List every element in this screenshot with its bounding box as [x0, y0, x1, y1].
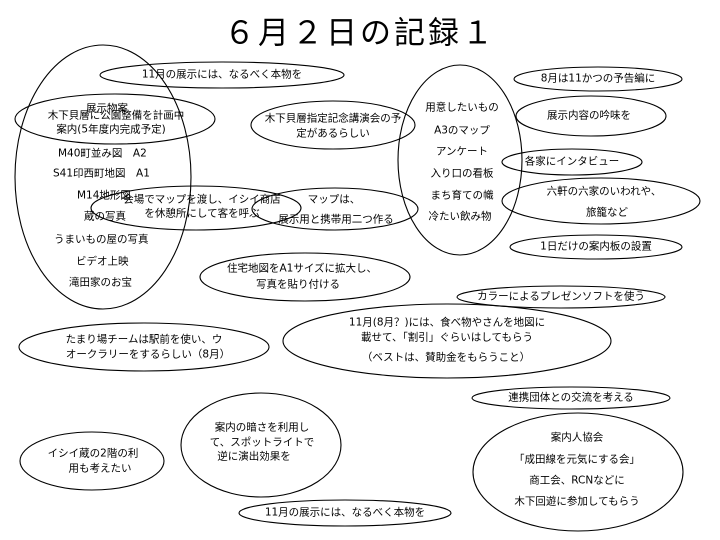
ellipse-walk-rally [18, 322, 270, 372]
note-housing-map-line2: 写真を貼り付ける [256, 278, 340, 291]
note-questionnaire: アンケート [435, 145, 489, 158]
note-warehouse-photo: 蔵の写真 [84, 210, 126, 223]
note-six-houses-line1: 六軒の六家のいわれや、 [546, 185, 662, 198]
note-showcase-real-bottom: 11月の展示には、なるべく本物を [264, 506, 426, 519]
note-takita-treasure: 滝田家のお宝 [69, 276, 132, 289]
note-town-banner: まち育ての幟 [430, 189, 494, 202]
note-spotlight-line2: て、スポットライトで [209, 436, 315, 449]
note-prepare-items: 用意したいもの [425, 101, 499, 114]
ellipse-park-plan [14, 93, 216, 145]
note-two-maps-line1: マップは、 [307, 193, 361, 206]
ellipse-review-content [515, 95, 667, 137]
note-narita-line-group: 「成田線を元気にする会」 [513, 453, 641, 466]
ellipse-ishii-2f [19, 431, 165, 491]
note-s41-map: S41印西町地図 A1 [53, 167, 150, 180]
note-m40-map: M40町並み図 A2 [58, 147, 147, 160]
note-guide-association: 案内人協会 [550, 431, 604, 444]
ellipse-organizations [472, 412, 684, 532]
note-partner-groups: 連携団体との交流を考える [508, 391, 634, 404]
note-food-map-line3: （ベストは、賛助金をもらうこと） [361, 351, 531, 364]
note-ishii-2f-line2: 用も考えたい [68, 462, 132, 475]
note-park-completion: 案内(5年度内完成予定) [56, 123, 166, 136]
ellipse-six-houses [501, 177, 701, 225]
ellipse-signboard [509, 234, 683, 260]
note-walk-rally-line1: たまり場チームは駅前を使い、ウ [65, 333, 223, 346]
ellipse-lecture [250, 100, 416, 150]
note-interview: 各家にインタビュー [524, 155, 620, 168]
note-housing-map-line1: 住宅地図をA1サイズに拡大し、 [226, 262, 378, 275]
note-walk-rally-line2: オークラリーをするらしい（8月） [65, 348, 231, 361]
note-lecture-line1: 木下貝層指定記念講演会の予 [264, 112, 402, 125]
note-entrance-sign: 入り口の看板 [430, 167, 494, 180]
ellipse-food-map [282, 303, 612, 379]
note-aug-preview: 8月は11かつの予告編に [540, 72, 656, 85]
note-food-map-line1: 11月(8月？)には、食べ物やさんを地図に [348, 316, 546, 329]
ellipse-partner-groups [471, 386, 671, 410]
page-title: ６月２日の記録１ [224, 15, 496, 52]
note-food-map-line2: 載せて、「割引」ぐらいはしてもらう [361, 331, 533, 344]
note-map-at-venue-line1: 会場でマップを渡し、イシイ商店 [123, 193, 281, 206]
ellipse-presentation [456, 285, 666, 309]
ellipse-interview [501, 148, 643, 176]
ellipse-showcase-real [99, 61, 345, 89]
note-spotlight-line3: 逆に演出効果を [217, 450, 291, 463]
note-presentation: カラーによるプレゼンソフトを使う [477, 290, 645, 303]
note-lecture-line2: 定があるらしい [296, 127, 370, 140]
note-exhibit-proposal: 展示物案 [86, 102, 128, 115]
note-m14-map: M14地形図 [77, 189, 131, 202]
ellipse-two-maps [251, 187, 419, 231]
note-one-day-signboard: 1日だけの案内板の設置 [540, 240, 652, 253]
note-ishii-2f-line1: イシイ蔵の2階の利 [47, 447, 139, 460]
note-spotlight-line1: 案内の暗さを利用し [214, 421, 310, 434]
note-restaurant-photos: うまいもの屋の写真 [54, 233, 149, 246]
ellipse-showcase-real-bottom [238, 499, 452, 527]
note-showcase-real: 11月の展示には、なるべく本物を [141, 68, 303, 81]
ellipse-map-at-venue [90, 185, 302, 231]
note-cold-drinks: 冷たい飲み物 [428, 210, 492, 223]
note-a3-map: A3のマップ [434, 124, 490, 137]
ellipse-prepare-items [397, 64, 523, 256]
note-six-houses-line2: 旅籠など [586, 206, 628, 219]
ellipse-exhibit-list [14, 44, 192, 310]
ellipse-spotlight [180, 392, 342, 498]
ellipse-aug-preview [513, 66, 683, 92]
note-map-at-venue-line2: を休憩所にして客を呼ぶ [144, 207, 260, 220]
note-park-plan: 木下貝層に公園整備を計画中 [47, 109, 185, 122]
ellipse-housing-map [199, 252, 411, 302]
note-two-maps-line2: 展示用と携帯用二つ作る [278, 213, 394, 226]
note-video: ビデオ上映 [76, 255, 129, 268]
note-kioroshi-tour: 木下回遊に参加してもらう [514, 495, 640, 508]
note-chamber-rcn: 商工会、RCNなどに [529, 474, 625, 487]
note-review-content: 展示内容の吟味を [547, 109, 631, 122]
